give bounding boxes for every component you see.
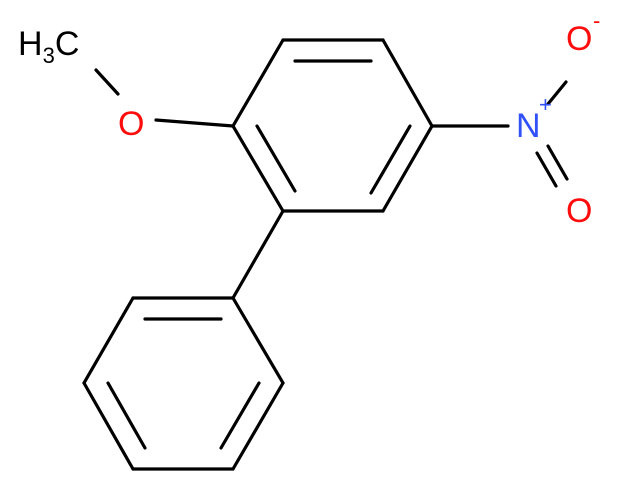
bond-biaryl — [231, 209, 285, 300]
methyl-label: H3C — [18, 25, 79, 68]
bond-n-o-minus — [546, 80, 568, 106]
bond-ring1-f-inner — [255, 124, 297, 193]
bond-o-ring — [154, 118, 235, 128]
bond-ring1-d-inner — [369, 124, 412, 195]
bond-ch3-o — [94, 68, 120, 96]
bond-n-o-double-1 — [546, 144, 569, 181]
bond-ring1-d — [381, 124, 434, 213]
bond-ring2-e-inner — [219, 381, 261, 450]
bond-ring1-a — [231, 38, 285, 128]
bond-ring2-b — [82, 296, 135, 385]
bond-ring1-f — [231, 124, 285, 213]
nitro-oxygen-double-label: O — [566, 192, 592, 230]
bond-ring2-f — [231, 296, 285, 385]
bond-ring2-c — [82, 381, 135, 471]
bond-ring2-c-inner — [106, 381, 147, 450]
bonds — [82, 38, 569, 471]
atom-labels: H3C O N + O - O — [18, 8, 600, 230]
bond-ring2-e — [231, 381, 285, 471]
methyl-c: C — [55, 25, 80, 63]
methyl-subscript: 3 — [43, 43, 55, 68]
bond-ring1-c — [381, 38, 434, 128]
bond-n-o-double-2 — [535, 151, 558, 188]
nitro-oxygen-minus-label: O — [566, 20, 592, 58]
oxygen-charge: - — [593, 8, 600, 33]
methyl-h: H — [18, 25, 43, 63]
nitro-nitrogen-label: N — [516, 107, 541, 145]
nitrogen-charge: + — [539, 92, 552, 117]
ether-oxygen-label: O — [118, 105, 144, 143]
